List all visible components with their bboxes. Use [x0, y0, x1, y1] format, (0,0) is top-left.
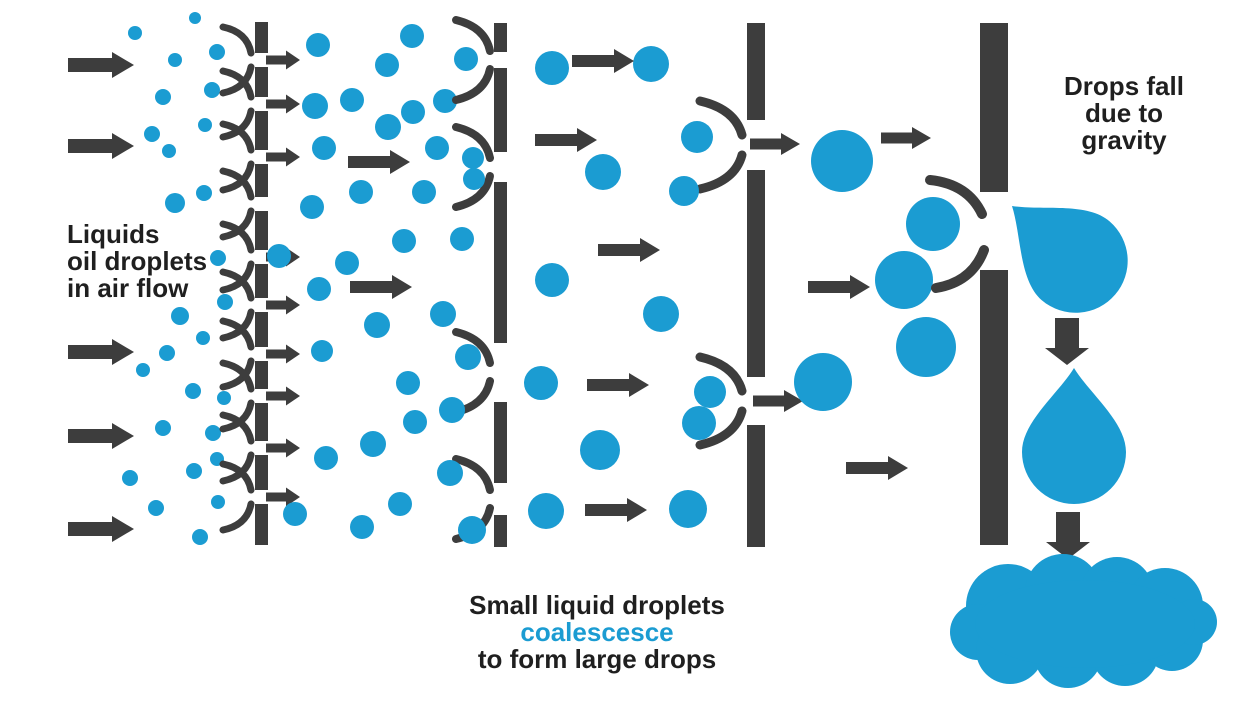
inlet-label-line-2: oil droplets	[67, 246, 207, 276]
inlet-label-line-1: Liquids	[67, 219, 159, 249]
mid-flow-arrows-stage-2	[348, 150, 412, 299]
outlet-label-line-3: gravity	[1081, 125, 1167, 155]
droplet-passing-bar-1	[283, 502, 307, 526]
flow-arrow-icon	[808, 275, 870, 299]
droplets-caught-bar-2	[437, 47, 486, 544]
filter-hooks-1	[223, 27, 251, 530]
droplets-caught-bar-3	[669, 121, 726, 440]
flow-arrow-icon	[348, 150, 410, 174]
flow-arrow-icon	[881, 127, 931, 149]
inlet-label-line-3: in air flow	[67, 273, 189, 303]
filter-bar-3	[747, 23, 765, 547]
flow-arrow-icon	[846, 456, 908, 480]
pass-arrows-bar-1	[266, 50, 300, 507]
flow-arrow-icon	[68, 423, 134, 449]
flow-arrow-icon	[68, 339, 134, 365]
filter-hooks-2	[456, 20, 490, 539]
filter-hooks-4	[925, 175, 989, 293]
medium-droplets	[267, 24, 474, 539]
caption-line-1: Small liquid droplets	[469, 590, 725, 620]
inlet-label: Liquids oil droplets in air flow	[67, 219, 207, 303]
filter-bar-4	[980, 23, 1008, 545]
flow-arrow-icon	[598, 238, 660, 262]
extra-large-droplets	[794, 130, 960, 411]
fall-arrow-icon	[1046, 512, 1090, 559]
small-droplets	[122, 12, 233, 545]
flow-arrow-icon	[68, 516, 134, 542]
large-droplets	[524, 46, 707, 529]
flow-arrow-icon	[68, 133, 134, 159]
flow-arrow-icon	[68, 52, 134, 78]
caption-line-3: to form large drops	[478, 644, 716, 674]
flow-arrow-icon	[585, 498, 647, 522]
filter-bar-1	[255, 22, 268, 545]
flow-arrow-icon	[350, 275, 412, 299]
flow-arrow-icon	[587, 373, 649, 397]
falling-drop	[1022, 368, 1126, 504]
flow-arrow-icon	[572, 49, 634, 73]
flow-arrow-icon	[535, 128, 597, 152]
fall-arrow-icon	[1045, 318, 1089, 365]
outlet-label-line-1: Drops fall	[1064, 71, 1184, 101]
caption: Small liquid droplets coalescesce to for…	[469, 590, 725, 674]
filter-bar-2	[494, 23, 507, 547]
collected-liquid-pool	[950, 554, 1217, 688]
outlet-label: Drops fall due to gravity	[1064, 71, 1184, 155]
outlet-label-line-2: due to	[1085, 98, 1163, 128]
caption-line-2-accent: coalescesce	[520, 617, 673, 647]
